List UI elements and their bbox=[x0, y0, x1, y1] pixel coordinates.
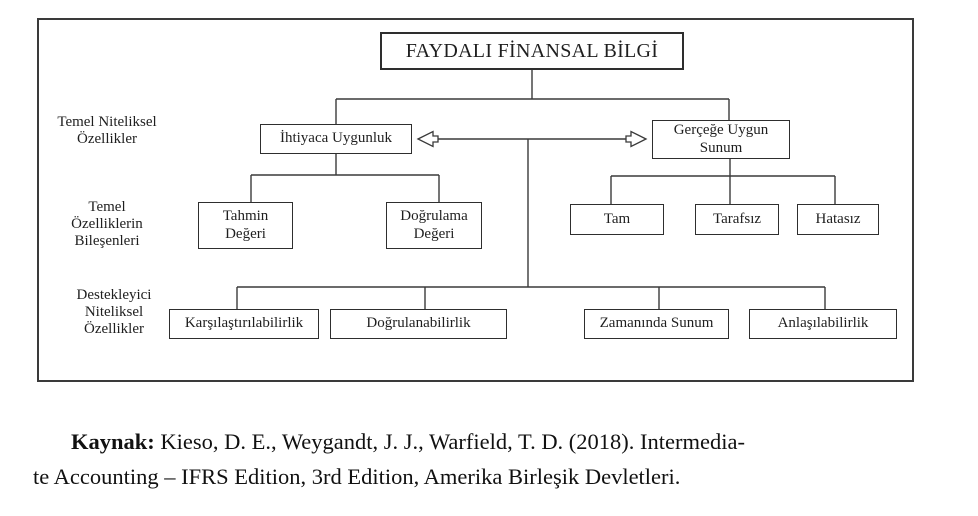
node-comparability: Karşılaştırılabilirlik bbox=[169, 309, 319, 339]
arrowhead-right-icon bbox=[625, 130, 648, 148]
citation-line-1: Kaynak: Kieso, D. E., Weygandt, J. J., W… bbox=[33, 424, 943, 459]
row-label-fundamental-qualities: Temel Niteliksel Özellikler bbox=[57, 114, 157, 147]
node-useful-financial-information: FAYDALI FİNANSAL BİLGİ bbox=[380, 32, 684, 70]
node-timeliness: Zamanında Sunum bbox=[584, 309, 729, 339]
citation-prefix: Kaynak: bbox=[71, 429, 155, 454]
node-faithful-representation: Gerçeğe Uygun Sunum bbox=[652, 120, 790, 159]
source-citation: Kaynak: Kieso, D. E., Weygandt, J. J., W… bbox=[33, 424, 943, 494]
org-chart: Temel Niteliksel Özellikler Temel Özelli… bbox=[39, 20, 912, 380]
citation-line1-text: Kieso, D. E., Weygandt, J. J., Warfield,… bbox=[154, 429, 745, 454]
node-relevance: İhtiyaca Uygunluk bbox=[260, 124, 412, 154]
citation-line-2: te Accounting – IFRS Edition, 3rd Editio… bbox=[33, 464, 681, 489]
node-error-free: Hatasız bbox=[797, 204, 879, 235]
node-predictive-value: Tahmin Değeri bbox=[198, 202, 293, 249]
arrowhead-left-icon bbox=[416, 130, 439, 148]
node-understandability: Anlaşılabilirlik bbox=[749, 309, 897, 339]
row-label-enhancing-qualities: Destekleyici Niteliksel Özellikler bbox=[76, 287, 152, 337]
node-verifiability: Doğrulanabilirlik bbox=[330, 309, 507, 339]
double-arrow-icon bbox=[416, 130, 648, 148]
node-confirmatory-value: Doğrulama Değeri bbox=[386, 202, 482, 249]
figure-border: Temel Niteliksel Özellikler Temel Özelli… bbox=[37, 18, 914, 382]
node-complete: Tam bbox=[570, 204, 664, 235]
connector-lines bbox=[236, 70, 836, 309]
node-neutral: Tarafsız bbox=[695, 204, 779, 235]
row-label-components: Temel Özelliklerin Bileşenleri bbox=[71, 199, 143, 249]
